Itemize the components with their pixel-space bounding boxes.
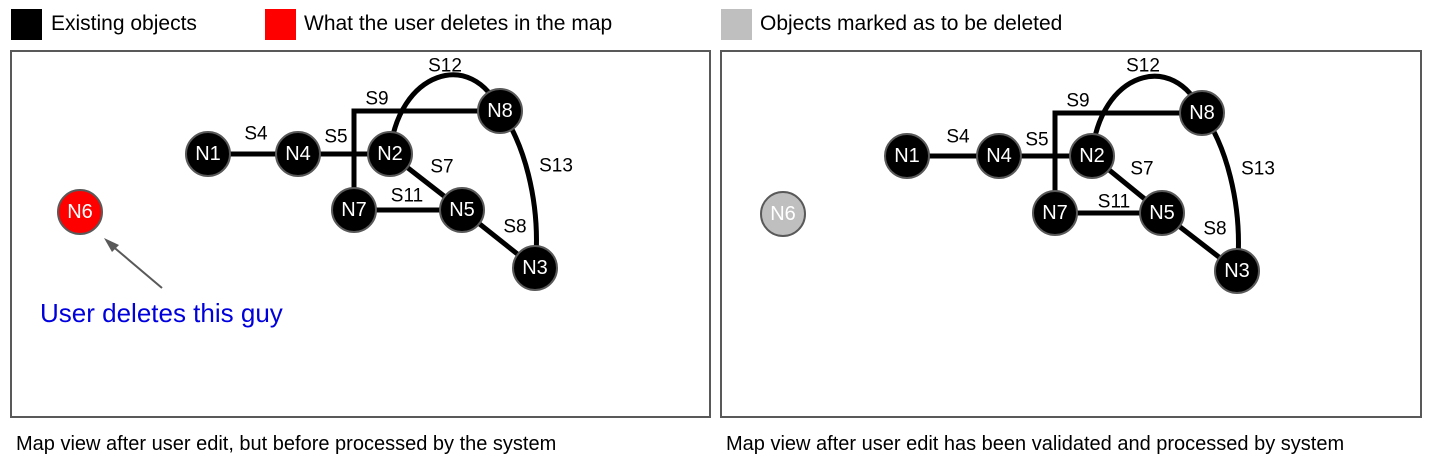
node-labels: N1 N4 N2 N8 N7 N5 N3 N6 bbox=[67, 100, 548, 279]
segment-label-s8: S8 bbox=[503, 217, 526, 238]
node-label-n6: N6 bbox=[770, 203, 796, 225]
node-label-n8: N8 bbox=[487, 100, 513, 122]
node-label-n8: N8 bbox=[1189, 102, 1215, 124]
segment-label-s13: S13 bbox=[539, 156, 573, 177]
nodes bbox=[57, 88, 558, 291]
arrow-head-icon bbox=[104, 238, 119, 252]
node-n6 bbox=[760, 191, 806, 237]
segment-label-s7: S7 bbox=[430, 157, 453, 178]
node-label-n7: N7 bbox=[341, 199, 367, 221]
map-diagram-after: S4 S5 S9 S12 S7 S13 S11 S8 N1 N4 N2 N8 N… bbox=[760, 56, 1275, 294]
segment-label-s9: S9 bbox=[1066, 91, 1089, 112]
node-label-n6: N6 bbox=[67, 201, 93, 223]
node-label-n4: N4 bbox=[285, 143, 311, 165]
node-n2 bbox=[367, 131, 413, 177]
node-label-n1: N1 bbox=[894, 145, 920, 167]
caption-after: Map view after user edit has been valida… bbox=[726, 433, 1345, 455]
segment-label-s7: S7 bbox=[1130, 159, 1153, 180]
segment-s9 bbox=[351, 108, 500, 210]
map-diagram-before: S4 S5 S9 S12 S7 S13 S11 S8 N1 N4 N2 N8 N… bbox=[40, 56, 573, 329]
segment-labels: S4 S5 S9 S12 S7 S13 S11 S8 bbox=[946, 56, 1275, 240]
nodes bbox=[760, 90, 1260, 294]
node-n1 bbox=[185, 131, 231, 177]
segment-s12 bbox=[387, 72, 503, 155]
node-n6 bbox=[57, 189, 103, 235]
node-n7 bbox=[331, 187, 377, 233]
node-label-n5: N5 bbox=[449, 199, 475, 221]
segment-label-s5: S5 bbox=[324, 127, 347, 148]
node-label-n1: N1 bbox=[195, 143, 221, 165]
node-label-n3: N3 bbox=[1224, 260, 1250, 282]
node-n3 bbox=[1214, 248, 1260, 294]
map-panel-before: S4 S5 S9 S12 S7 S13 S11 S8 N1 N4 N2 N8 N… bbox=[10, 50, 711, 418]
node-n5 bbox=[1139, 190, 1185, 236]
segment-label-s11: S11 bbox=[1098, 192, 1130, 213]
legend-swatch-marked bbox=[721, 9, 752, 40]
node-label-n2: N2 bbox=[1079, 145, 1105, 167]
segment-label-s8: S8 bbox=[1203, 219, 1226, 240]
caption-before: Map view after user edit, but before pro… bbox=[16, 433, 557, 455]
segment-label-s9: S9 bbox=[365, 89, 388, 110]
node-n4 bbox=[976, 133, 1022, 179]
segment-label-s4: S4 bbox=[244, 124, 268, 145]
node-n1 bbox=[884, 133, 930, 179]
segment-labels: S4 S5 S9 S12 S7 S13 S11 S8 bbox=[244, 56, 573, 238]
node-n8 bbox=[1179, 90, 1225, 136]
node-n5 bbox=[439, 187, 485, 233]
legend-label-existing: Existing objects bbox=[51, 12, 197, 35]
node-label-n2: N2 bbox=[377, 143, 403, 165]
node-n7 bbox=[1032, 190, 1078, 236]
node-n2 bbox=[1069, 133, 1115, 179]
legend-swatch-existing bbox=[11, 9, 42, 40]
node-label-n3: N3 bbox=[522, 257, 548, 279]
segment-label-s13: S13 bbox=[1241, 159, 1275, 180]
segment-label-s4: S4 bbox=[946, 127, 970, 148]
legend-label-user-deleted: What the user deletes in the map bbox=[304, 12, 613, 35]
map-panel-after: S4 S5 S9 S12 S7 S13 S11 S8 N1 N4 N2 N8 N… bbox=[720, 50, 1422, 418]
node-label-n5: N5 bbox=[1149, 202, 1175, 224]
node-labels: N1 N4 N2 N8 N7 N5 N3 N6 bbox=[770, 102, 1250, 282]
node-n8 bbox=[477, 88, 523, 134]
annotation-arrow bbox=[104, 238, 163, 289]
annotation-text: User deletes this guy bbox=[40, 298, 283, 328]
node-n3 bbox=[512, 245, 558, 291]
segment-label-s11: S11 bbox=[391, 186, 423, 207]
segment-s12 bbox=[1089, 73, 1205, 157]
legend-label-marked: Objects marked as to be deleted bbox=[760, 12, 1063, 35]
node-label-n4: N4 bbox=[986, 145, 1012, 167]
segment-s9 bbox=[1052, 110, 1202, 213]
node-n4 bbox=[275, 131, 321, 177]
arrow-line bbox=[109, 243, 163, 289]
legend-swatch-user-deleted bbox=[265, 9, 296, 40]
segment-label-s12: S12 bbox=[1126, 56, 1160, 77]
node-label-n7: N7 bbox=[1042, 202, 1068, 224]
segment-label-s5: S5 bbox=[1025, 130, 1048, 151]
segment-label-s12: S12 bbox=[428, 56, 462, 77]
